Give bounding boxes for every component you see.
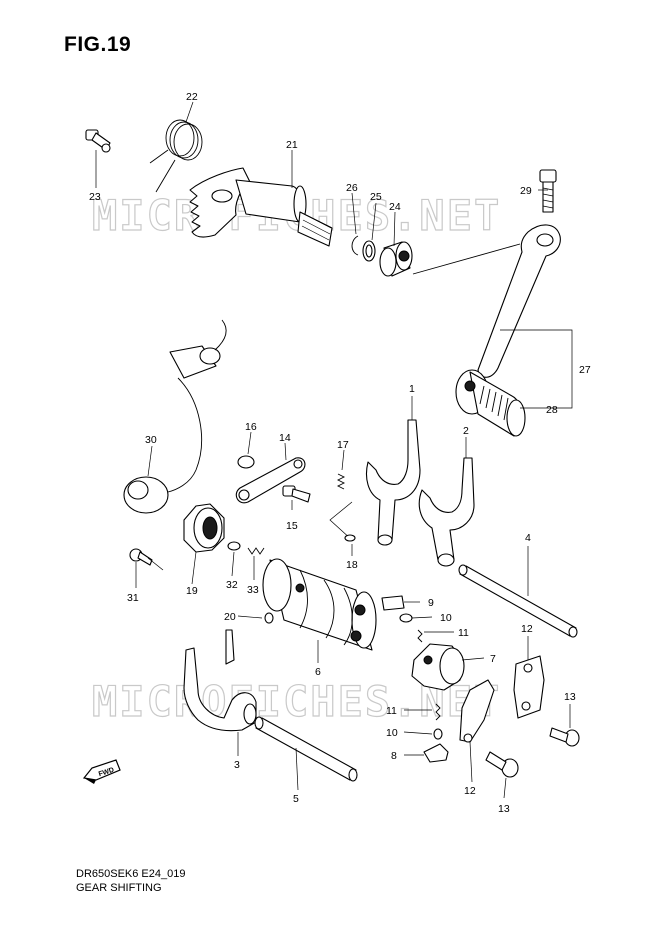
- part-label-7: 7: [490, 653, 496, 665]
- part-label-11: 11: [458, 627, 469, 639]
- part-label-12: 12: [464, 785, 476, 797]
- part-label-18: 16: [245, 421, 257, 433]
- screw-33-part: [129, 548, 153, 566]
- screw-15-part: [549, 727, 580, 747]
- bearing-part: [379, 241, 413, 277]
- shift-shaft-part: [189, 167, 333, 247]
- part-label-15: 13: [564, 691, 576, 703]
- shift-fork-1-part: [365, 419, 421, 546]
- spring-11-part: [417, 629, 423, 643]
- stopper-plate-part: [235, 457, 306, 504]
- part-label-28: 26: [346, 182, 358, 194]
- pin-34-part: [227, 541, 241, 551]
- pawl-8-part: [423, 743, 449, 763]
- plate-14-part: [513, 655, 545, 719]
- pawl-10b-part: [433, 728, 443, 740]
- figure-name: GEAR SHIFTING: [76, 882, 162, 894]
- part-label-27: 25: [370, 191, 382, 203]
- part-label-14: 12: [521, 623, 533, 635]
- figure-code: DR650SEK6 E24_019: [76, 868, 186, 880]
- pin-20-part: [344, 534, 356, 542]
- fork-shaft-5-part: [254, 716, 358, 782]
- cam-guide-9-part: [381, 595, 405, 611]
- return-spring-part: [149, 119, 203, 193]
- leader-lines: [95, 101, 571, 799]
- cam-plate-12-part: [459, 679, 495, 743]
- spring-35-part: [247, 547, 265, 555]
- part-label-6: 6: [315, 666, 321, 678]
- part-label-24: 22: [186, 91, 198, 103]
- part-label-32: 30: [145, 434, 157, 446]
- shift-fork-2-part: [418, 457, 475, 567]
- part-label-31: 29: [520, 185, 532, 197]
- part-label-11b: 11: [386, 705, 397, 717]
- part-label-13: 13: [498, 803, 510, 815]
- gearshift-pawl-part: [411, 643, 465, 691]
- part-label-17: 15: [286, 520, 298, 532]
- part-label-2: 2: [463, 425, 469, 437]
- washer-18-part: [237, 455, 255, 469]
- gear-position-switch-part: [123, 319, 227, 514]
- part-label-25: 23: [89, 191, 101, 203]
- part-label-34: 32: [226, 579, 238, 591]
- part-label-3: 3: [234, 759, 240, 771]
- pawl-10-part: [399, 613, 413, 623]
- part-labels: 22 21 23 26 25 24 29 27 28 1 2 30 16 14 …: [89, 91, 591, 815]
- shift-fork-3-part: [183, 629, 257, 732]
- fwd-label: FWD: [98, 767, 115, 779]
- cam-driven-gear-part: [183, 503, 225, 553]
- stopper-bolt-part: [282, 485, 311, 503]
- spring-19-part: [336, 473, 346, 490]
- spring-11b-part: [435, 703, 441, 721]
- pin-bolt-part: [85, 129, 111, 153]
- part-label-21: 19: [186, 585, 198, 597]
- part-label-30: 28: [546, 404, 558, 416]
- gearshift-lever-part: [455, 224, 561, 437]
- part-label-26: 24: [389, 201, 401, 213]
- screw-13-part: [485, 751, 519, 778]
- part-label-4: 4: [525, 532, 531, 544]
- part-label-19: 17: [337, 439, 349, 451]
- part-label-1: 1: [409, 383, 415, 395]
- part-label-29: 27: [579, 364, 591, 376]
- part-label-23: 21: [286, 139, 298, 151]
- part-label-9: 9: [428, 597, 434, 609]
- part-label-10b: 10: [386, 727, 398, 739]
- pedal-bolt-part: [539, 169, 557, 213]
- part-label-8: 8: [391, 750, 397, 762]
- part-label-16: 14: [279, 432, 291, 444]
- part-label-20: 18: [346, 559, 358, 571]
- part-label-10: 10: [440, 612, 452, 624]
- pin-22-part: [264, 612, 274, 624]
- part-label-5: 5: [293, 793, 299, 805]
- figure-title: FIG.19: [64, 33, 132, 56]
- gearshift-cam-part: [262, 558, 377, 651]
- part-label-35: 33: [247, 584, 259, 596]
- part-label-33: 31: [127, 592, 139, 604]
- fwd-arrow-icon: FWD: [82, 759, 121, 784]
- fork-shaft-4-part: [458, 564, 578, 638]
- part-label-22: 20: [224, 611, 236, 623]
